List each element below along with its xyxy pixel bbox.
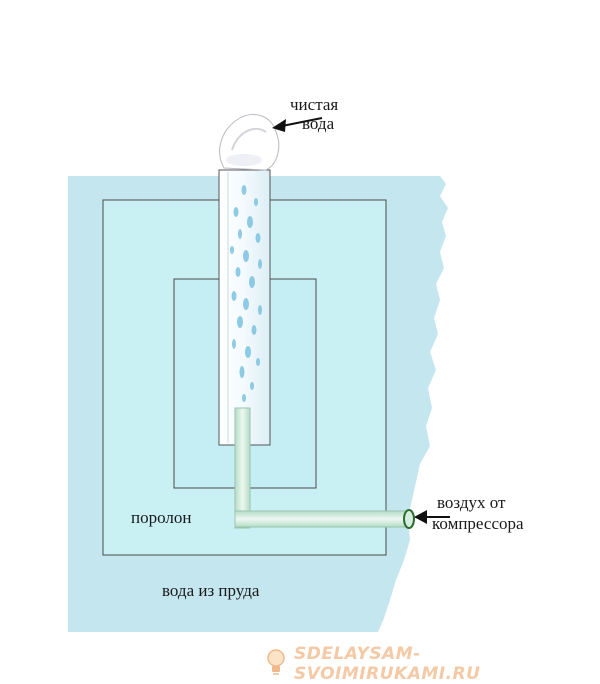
label-foam: поролон [131, 508, 192, 527]
watermark-text: SDELAYSAM-SVOIMIRUKAMI.RU [294, 644, 481, 684]
lightbulb-icon [264, 648, 288, 681]
arrow-air-from-compressor [414, 510, 450, 524]
air-hose-vertical [234, 407, 251, 529]
label-air-from-compressor-line1: воздух от [437, 493, 506, 512]
air-bubbles [230, 185, 262, 402]
label-pond-water: вода из пруда [162, 581, 260, 600]
label-air-from-compressor-line2: компрессора [432, 514, 524, 533]
air-hose-end [403, 509, 415, 529]
watermark: SDELAYSAM-SVOIMIRUKAMI.RU [264, 644, 600, 684]
water-splash [219, 114, 280, 171]
label-clean-water-line2: вода [302, 114, 335, 133]
air-hose-horizontal [234, 510, 411, 528]
arrow-clean-water [272, 117, 323, 132]
label-clean-water-line1: чистая [290, 95, 339, 114]
